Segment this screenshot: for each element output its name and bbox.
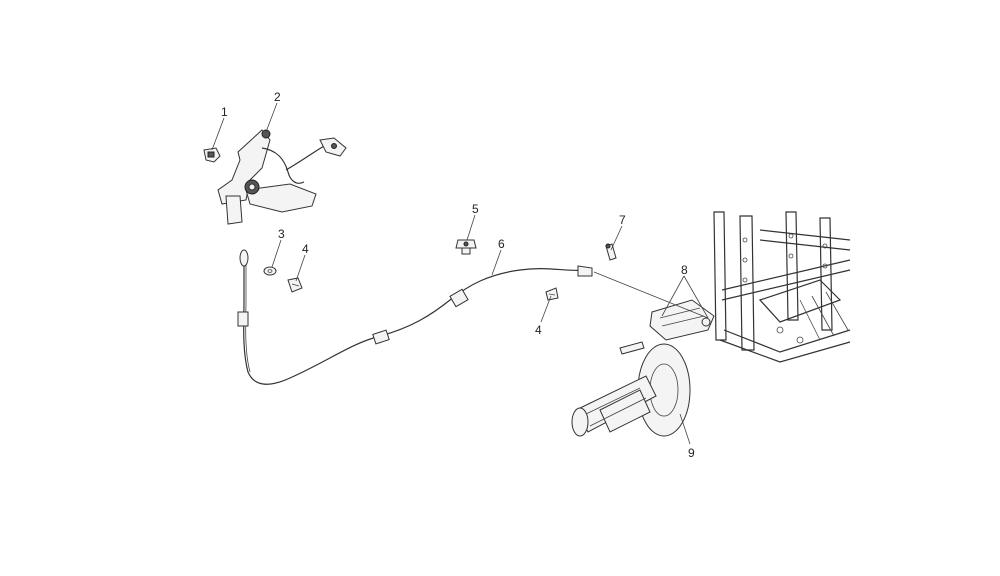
callout-4-left: 4 — [302, 242, 309, 256]
brake-cable-part-6 — [237, 249, 593, 385]
callout-8: 8 — [681, 263, 688, 277]
callout-5: 5 — [472, 202, 479, 216]
pin-part-7 — [605, 243, 617, 261]
clip-part-4-right — [545, 287, 559, 301]
brake-caliper-part-8 — [593, 271, 715, 355]
callout-2: 2 — [274, 90, 281, 104]
brake-lever-assembly — [217, 129, 347, 225]
callout-4-right: 4 — [535, 323, 542, 337]
callout-7: 7 — [619, 213, 626, 227]
callout-3: 3 — [278, 227, 285, 241]
drive-shaft-disc-part-9 — [571, 343, 691, 437]
vehicle-frame — [713, 211, 851, 363]
bolt-part-1 — [203, 147, 221, 163]
callout-9: 9 — [688, 446, 695, 460]
callout-6: 6 — [498, 237, 505, 251]
clip-part-4-left — [287, 277, 303, 293]
grommet-part-5 — [455, 239, 477, 255]
callout-1: 1 — [221, 105, 228, 119]
washer-part-3 — [263, 266, 277, 276]
leader-lines — [211, 102, 709, 445]
